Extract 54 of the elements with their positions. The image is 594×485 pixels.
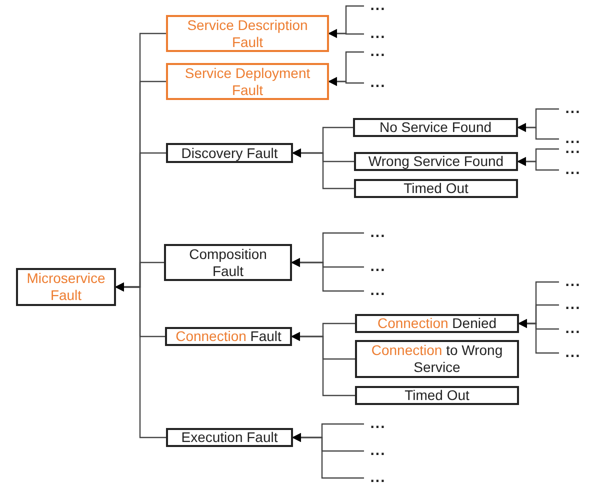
ellipsis-text: ... [370, 418, 386, 430]
ellipsis-text: ... [565, 143, 581, 155]
ellipsis-text: ... [565, 164, 581, 176]
fault-label: Execution Fault [181, 429, 278, 446]
connector-arrow [292, 148, 354, 190]
connector-arrow [328, 77, 364, 86]
connector-arrow [115, 282, 166, 438]
fault-box [355, 314, 519, 333]
fault-box [355, 340, 519, 378]
fault-box [355, 386, 519, 405]
ellipsis-text: ... [370, 285, 386, 297]
fault-label: Composition Fault [188, 246, 268, 280]
fault-box [354, 179, 518, 198]
fault-box [166, 428, 293, 447]
connector-arrow [328, 29, 364, 38]
fault-label: Connection Fault [176, 328, 282, 345]
ellipsis-text: ... [565, 276, 581, 288]
fault-box [166, 143, 293, 163]
ellipsis-text: ... [370, 28, 386, 40]
connector-arrow [291, 258, 364, 292]
ellipsis-text: ... [565, 299, 581, 311]
fault-box [166, 63, 329, 100]
ellipsis-text: ... [370, 77, 386, 89]
ellipsis-text: ... [565, 103, 581, 115]
connector-arrow [517, 157, 559, 171]
fault-box [354, 152, 518, 171]
connector-arrow [292, 433, 364, 479]
fault-label: Service Description Fault [186, 16, 309, 50]
fault-label: Discovery Fault [181, 144, 278, 162]
connector-arrow [518, 319, 559, 354]
ellipsis-text: ... [370, 227, 386, 239]
fault-label: Connection to Wrong Service [370, 342, 504, 376]
fault-label: Microservice Fault [26, 270, 106, 304]
fault-box [353, 118, 518, 137]
fault-box [164, 244, 292, 281]
ellipsis-text: ... [565, 347, 581, 359]
fault-label: Timed Out [404, 180, 468, 197]
fault-box [165, 327, 292, 346]
fault-label: Timed Out [404, 387, 470, 404]
ellipsis-text: ... [370, 472, 386, 484]
ellipsis-text: ... [370, 0, 386, 12]
ellipsis-text: ... [370, 46, 386, 58]
fault-box [166, 15, 329, 52]
ellipsis-text: ... [370, 445, 386, 457]
ellipsis-text: ... [565, 323, 581, 335]
connector-arrow [517, 123, 559, 140]
ellipsis-text: ... [370, 261, 386, 273]
fault-label: Service Deployment Fault [184, 64, 312, 98]
fault-label: Connection Denied [377, 315, 497, 332]
fault-label: Wrong Service Found [368, 153, 504, 170]
connector-arrow [291, 332, 355, 396]
fault-box [16, 268, 116, 306]
fault-label: No Service Found [379, 119, 492, 136]
ellipsis-text: ... [565, 133, 581, 145]
